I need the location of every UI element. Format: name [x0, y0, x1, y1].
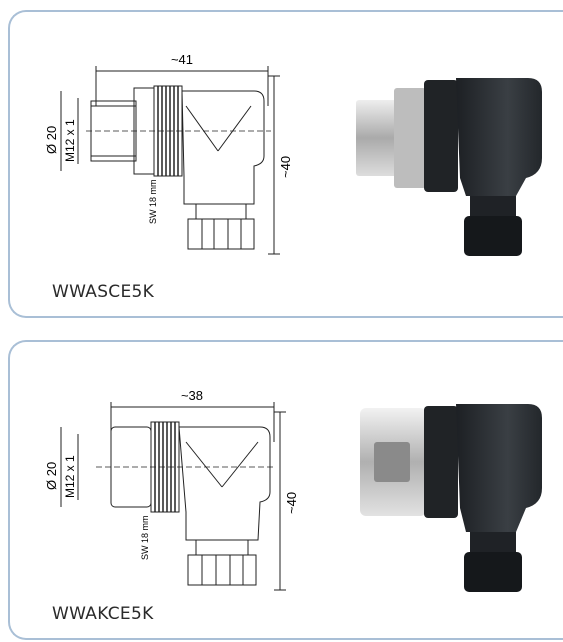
diameter-dim-label: Ø 20 — [44, 126, 59, 154]
technical-drawing: ~38 Ø 20 M12 x 1 SW 18 mm ~40 — [44, 388, 299, 591]
width-dim-label: ~38 — [181, 388, 203, 403]
wrench-dim-label: SW 18 mm — [148, 179, 158, 224]
product-panel-wwakce5k: ~38 Ø 20 M12 x 1 SW 18 mm ~40 WWAKCE5K — [8, 340, 563, 640]
technical-drawing: ~41 Ø 20 M12 x 1 SW 18 mm ~40 — [44, 52, 293, 255]
product-photo — [360, 404, 542, 592]
diameter-dim-label: Ø 20 — [44, 462, 59, 490]
height-dim-label: ~40 — [284, 492, 299, 514]
width-dim-label: ~41 — [171, 52, 193, 67]
wrench-dim-label: SW 18 mm — [140, 515, 150, 560]
product-panel-wwasce5k: ~41 Ø 20 M12 x 1 SW 18 mm ~40 WWASCE5K — [8, 10, 563, 318]
product-photo — [356, 78, 542, 256]
thread-dim-label: M12 x 1 — [63, 455, 77, 498]
height-dim-label: ~40 — [278, 156, 293, 178]
thread-dim-label: M12 x 1 — [63, 119, 77, 162]
product-code: WWASCE5K — [52, 282, 155, 302]
product-code: WWAKCE5K — [52, 604, 154, 624]
